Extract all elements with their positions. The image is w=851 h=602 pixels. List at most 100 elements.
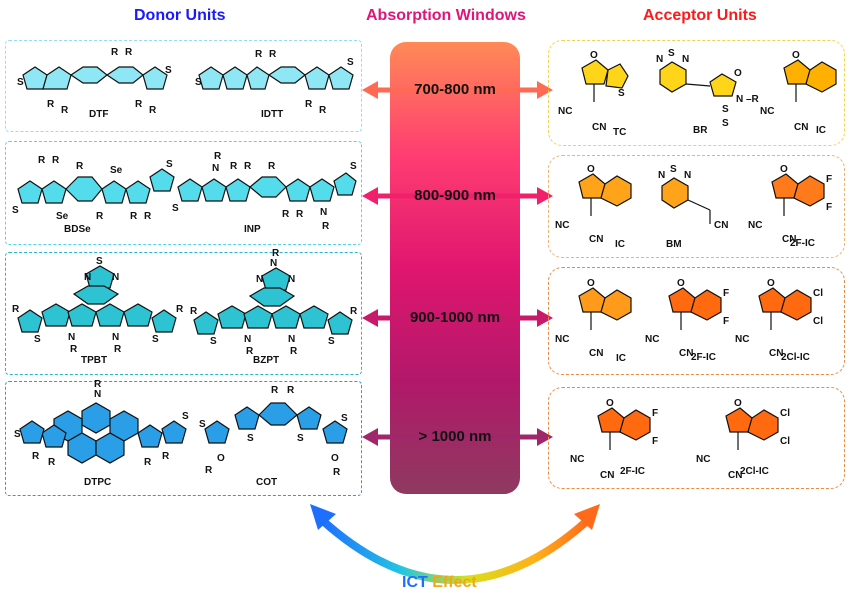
svg-text:R: R <box>246 346 254 357</box>
donor-label-cot: COT <box>256 477 278 488</box>
svg-text:S: S <box>328 336 335 347</box>
donor-panel-2 <box>5 141 362 245</box>
svg-text:O: O <box>590 50 598 61</box>
donor-structure-dtpc: NR SS RR RR <box>14 379 189 468</box>
donor-heading: Donor Units <box>134 7 226 24</box>
svg-text:CN: CN <box>589 234 603 245</box>
svg-text:O: O <box>734 68 742 79</box>
svg-text:NC: NC <box>555 334 569 345</box>
acceptor-panel-3 <box>548 267 845 375</box>
ict-word: ICT <box>402 574 428 591</box>
svg-text:S: S <box>14 429 21 440</box>
svg-text:Cl: Cl <box>813 316 823 327</box>
svg-text:Se: Se <box>110 165 123 176</box>
svg-text:CN: CN <box>589 348 603 359</box>
svg-text:N: N <box>212 163 219 174</box>
svg-text:S: S <box>618 88 625 99</box>
svg-text:R: R <box>94 379 102 390</box>
svg-text:R: R <box>48 457 56 468</box>
donor-panel-4 <box>5 381 362 496</box>
acceptor-label-bm: BM <box>666 239 682 250</box>
svg-text:S: S <box>34 334 41 345</box>
svg-text:N: N <box>656 54 663 65</box>
svg-text:N: N <box>320 207 327 218</box>
svg-text:F: F <box>723 316 729 327</box>
svg-text:S: S <box>670 164 677 175</box>
svg-text:R: R <box>272 248 280 259</box>
svg-text:N: N <box>658 170 665 181</box>
svg-text:F: F <box>723 288 729 299</box>
svg-text:R: R <box>125 47 133 58</box>
svg-text:R: R <box>350 306 358 317</box>
donor-label-idtt: IDTT <box>261 109 284 120</box>
donor-label-bdse: BDSe <box>64 224 91 235</box>
svg-text:S: S <box>210 336 217 347</box>
svg-text:R: R <box>144 211 152 222</box>
svg-text:O: O <box>217 453 225 464</box>
svg-text:S: S <box>722 118 729 129</box>
absorption-heading: Absorption Windows <box>366 7 526 24</box>
svg-text:N: N <box>94 389 101 400</box>
svg-text:R: R <box>61 105 69 116</box>
acceptor-label-ic-1: IC <box>816 125 826 136</box>
svg-text:S: S <box>350 161 357 172</box>
svg-text:CN: CN <box>714 220 728 231</box>
svg-text:S: S <box>297 433 304 444</box>
svg-text:R: R <box>47 99 55 110</box>
svg-text:R: R <box>244 161 252 172</box>
svg-text:R: R <box>70 344 78 355</box>
svg-text:N: N <box>256 274 263 285</box>
window-label-3: 900-1000 nm <box>409 309 501 326</box>
window-label-2: 800-900 nm <box>414 187 496 204</box>
svg-text:R: R <box>52 155 60 166</box>
svg-text:N: N <box>288 274 295 285</box>
svg-text:R: R <box>271 385 279 396</box>
svg-text:R: R <box>305 99 313 110</box>
svg-text:S: S <box>247 433 254 444</box>
acceptor-heading: Acceptor Units <box>643 7 757 24</box>
svg-text:CN: CN <box>769 348 783 359</box>
svg-text:S: S <box>195 77 202 88</box>
svg-text:F: F <box>826 202 832 213</box>
svg-text:Cl: Cl <box>780 436 790 447</box>
svg-text:NC: NC <box>760 106 774 117</box>
svg-text:S: S <box>12 205 19 216</box>
svg-text:–R: –R <box>746 94 760 105</box>
svg-text:R: R <box>12 304 20 315</box>
svg-text:N: N <box>270 258 277 269</box>
arrow-row2 <box>362 187 553 205</box>
donor-panel-3 <box>5 252 362 375</box>
ict-arc-left-head <box>310 504 336 530</box>
svg-text:R: R <box>290 346 298 357</box>
svg-text:S: S <box>165 65 172 76</box>
ict-arc-right-head <box>574 504 600 530</box>
svg-text:N: N <box>84 272 91 283</box>
svg-text:R: R <box>135 99 143 110</box>
svg-text:F: F <box>826 174 832 185</box>
svg-text:CN: CN <box>592 122 606 133</box>
svg-text:N: N <box>682 54 689 65</box>
svg-text:R: R <box>130 211 138 222</box>
svg-text:R: R <box>269 49 277 60</box>
svg-text:F: F <box>652 436 658 447</box>
svg-text:S: S <box>166 159 173 170</box>
svg-text:R: R <box>205 465 213 476</box>
svg-text:R: R <box>111 47 119 58</box>
svg-text:N: N <box>736 94 743 105</box>
svg-text:NC: NC <box>570 454 584 465</box>
svg-text:O: O <box>606 398 614 409</box>
svg-text:NC: NC <box>696 454 710 465</box>
svg-text:S: S <box>96 256 103 267</box>
acceptor-label-tc: TC <box>613 127 627 138</box>
